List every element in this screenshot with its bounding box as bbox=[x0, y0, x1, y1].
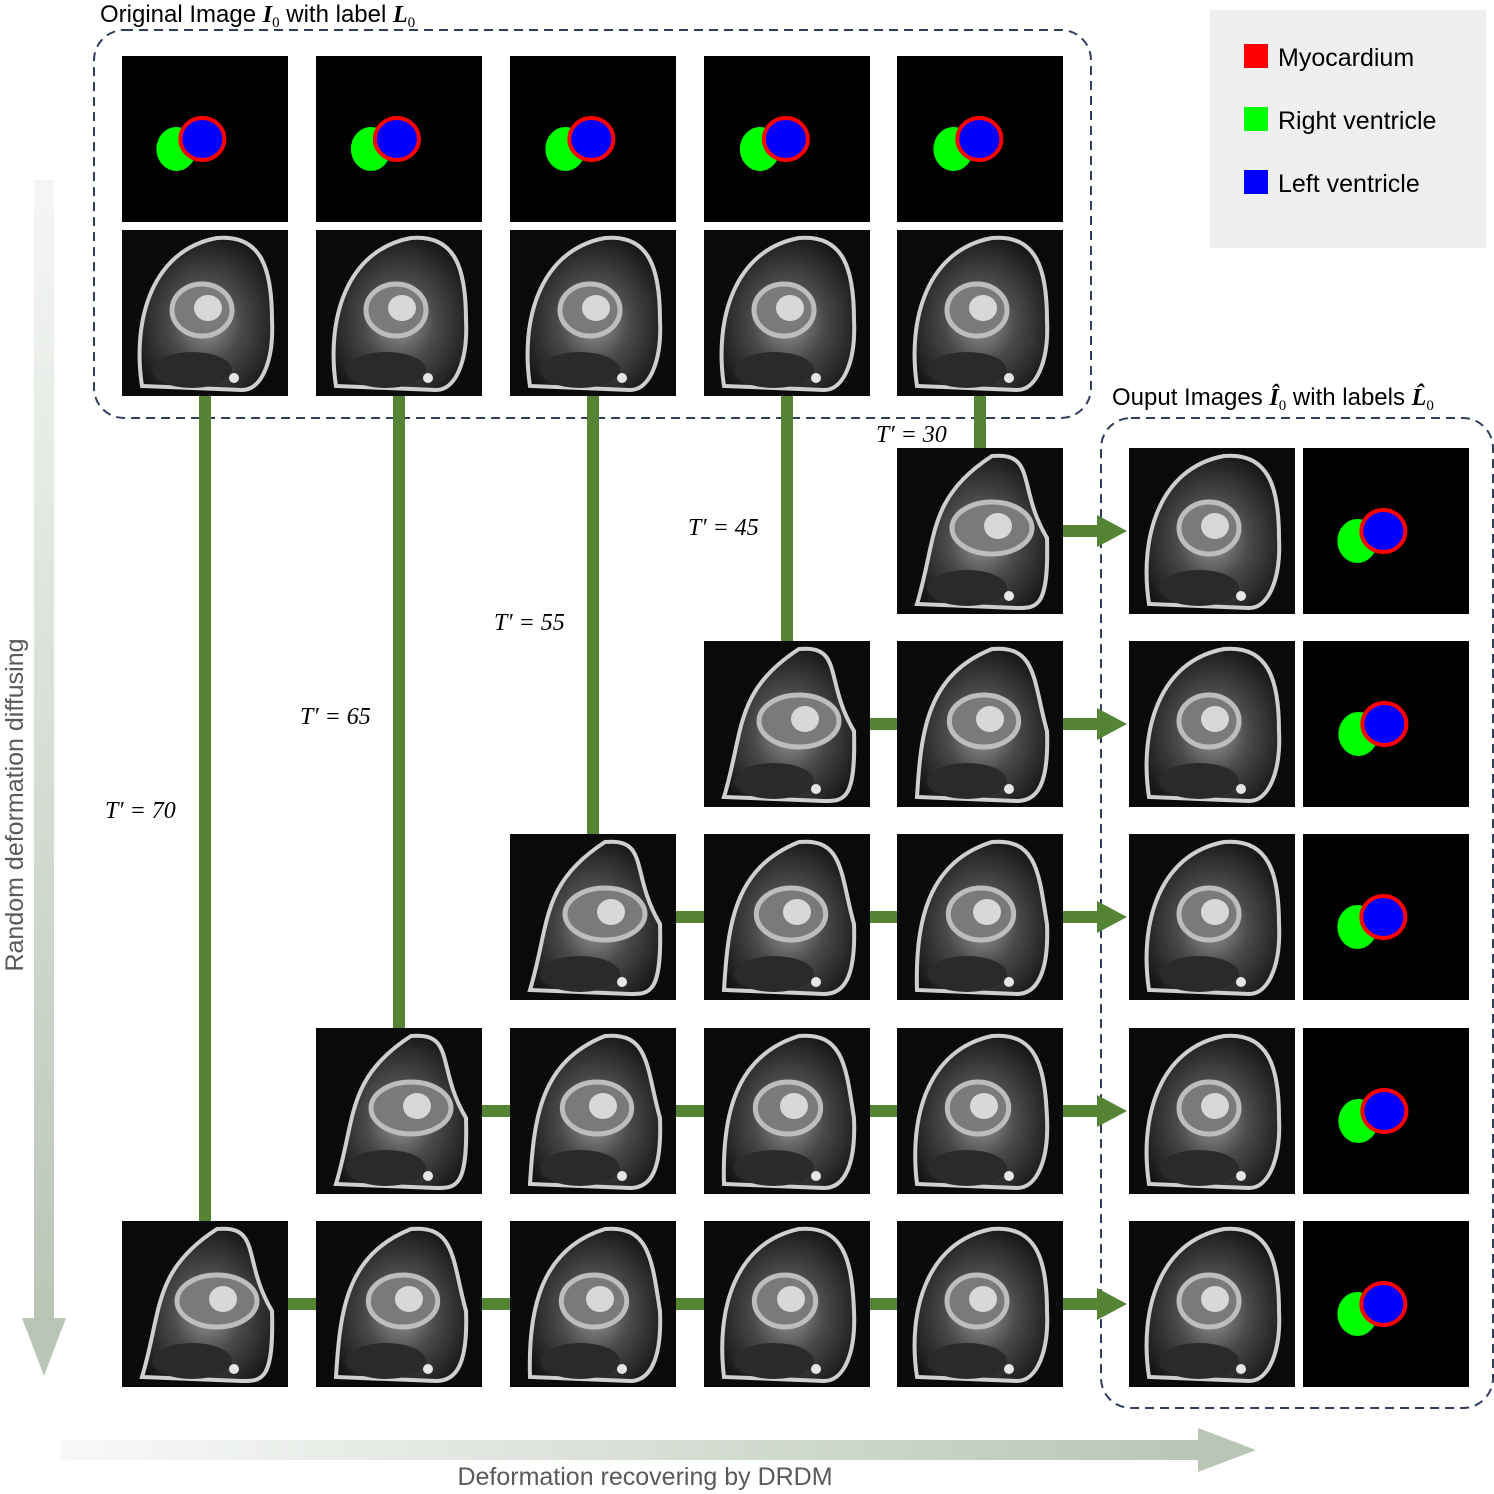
output-images-frame bbox=[1100, 417, 1494, 1409]
output-arrows bbox=[1063, 515, 1127, 1320]
timestep-label-30: T′ = 30 bbox=[876, 422, 947, 448]
timestep-label-65: T′ = 65 bbox=[300, 704, 371, 730]
svg-text:Myocardium: Myocardium bbox=[1278, 44, 1414, 72]
segmentation-label-icon bbox=[122, 56, 288, 222]
vertical-axis-label: Random deformation diffusing bbox=[1, 638, 29, 971]
segmentation-label-icon bbox=[316, 56, 482, 222]
connector-lines bbox=[199, 396, 986, 1310]
cardiac-mri-slice-icon bbox=[1129, 448, 1295, 614]
cardiac-mri-slice-icon bbox=[122, 230, 288, 396]
cardiac-mri-slice-icon bbox=[897, 230, 1063, 396]
legend: Myocardium Right ventricle Left ventricl… bbox=[1210, 10, 1486, 248]
cardiac-mri-slice-icon bbox=[897, 448, 1063, 614]
segmentation-label-icon bbox=[1303, 448, 1469, 614]
cardiac-mri-slice-icon bbox=[510, 834, 676, 1000]
cardiac-mri-slice-icon bbox=[510, 1028, 676, 1194]
cardiac-mri-slice-icon bbox=[704, 1221, 870, 1387]
segmentation-label-icon bbox=[1303, 1221, 1469, 1387]
original-images-frame bbox=[93, 29, 1092, 419]
cardiac-mri-slice-icon bbox=[510, 230, 676, 396]
segmentation-label-icon bbox=[704, 56, 870, 222]
image-panels bbox=[122, 56, 1469, 1387]
cardiac-mri-slice-icon bbox=[510, 1221, 676, 1387]
cardiac-mri-slice-icon bbox=[704, 834, 870, 1000]
segmentation-label-icon bbox=[510, 56, 676, 222]
cardiac-mri-slice-icon bbox=[1129, 1221, 1295, 1387]
timestep-label-45: T′ = 45 bbox=[688, 515, 759, 541]
cardiac-mri-slice-icon bbox=[897, 1028, 1063, 1194]
timestep-label-55: T′ = 55 bbox=[494, 610, 565, 636]
cardiac-mri-slice-icon bbox=[897, 1221, 1063, 1387]
cardiac-mri-slice-icon bbox=[1129, 1028, 1295, 1194]
timestep-label-70: T′ = 70 bbox=[105, 798, 176, 824]
legend-item-right-ventricle: Right ventricle bbox=[1244, 107, 1436, 135]
cardiac-mri-slice-icon bbox=[704, 230, 870, 396]
cardiac-mri-slice-icon bbox=[316, 1221, 482, 1387]
cardiac-mri-slice-icon bbox=[316, 1028, 482, 1194]
svg-text:Left ventricle: Left ventricle bbox=[1278, 170, 1420, 198]
cardiac-mri-slice-icon bbox=[897, 641, 1063, 807]
segmentation-label-icon bbox=[1303, 641, 1469, 807]
legend-item-myocardium: Myocardium bbox=[1244, 44, 1414, 72]
cardiac-mri-slice-icon bbox=[316, 230, 482, 396]
legend-item-left-ventricle: Left ventricle bbox=[1244, 170, 1420, 198]
cardiac-mri-slice-icon bbox=[122, 1221, 288, 1387]
segmentation-label-icon bbox=[1303, 1028, 1469, 1194]
svg-text:Right ventricle: Right ventricle bbox=[1278, 107, 1436, 135]
cardiac-mri-slice-icon bbox=[1129, 641, 1295, 807]
output-images-title: Ouput Images Î0 with labels L̂0 bbox=[1112, 384, 1434, 414]
segmentation-label-icon bbox=[1303, 834, 1469, 1000]
cardiac-mri-slice-icon bbox=[704, 641, 870, 807]
cardiac-mri-slice-icon bbox=[897, 834, 1063, 1000]
cardiac-mri-slice-icon bbox=[704, 1028, 870, 1194]
cardiac-mri-slice-icon bbox=[1129, 834, 1295, 1000]
horizontal-axis-label: Deformation recovering by DRDM bbox=[457, 1463, 832, 1491]
vertical-axis-arrow bbox=[22, 180, 66, 1376]
original-images-title: Original Image I0 with label L0 bbox=[100, 1, 415, 31]
segmentation-label-icon bbox=[897, 56, 1063, 222]
horizontal-axis-arrow bbox=[60, 1428, 1256, 1472]
